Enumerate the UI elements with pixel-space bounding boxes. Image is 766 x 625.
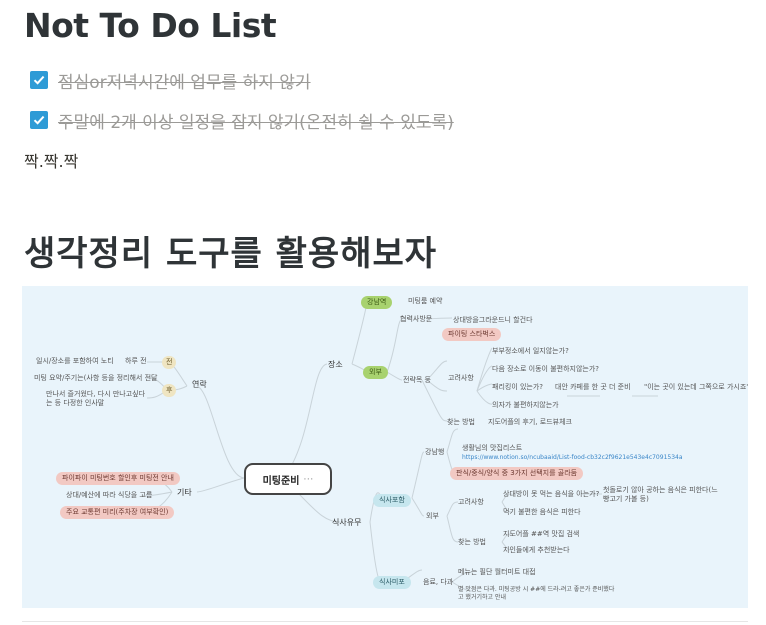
mindmap-node: 강남행 — [425, 448, 445, 456]
mindmap-node: 미팅 요약/주기는(사항 등을 정리해서 전달 — [34, 374, 158, 382]
mindmap-node: "이는 곳이 있는데 그쪽으로 가시죠" — [644, 383, 748, 391]
mindmap-node: 미팅룸 예약 — [408, 297, 443, 305]
mindmap-node: 패리킹이 있는가? — [492, 383, 544, 391]
mindmap-node: 찾는 방법 — [458, 538, 486, 546]
todo-item[interactable]: 주말에 2개 이상 일정을 잡지 않기(온전히 쉴 수 있도록) — [30, 108, 454, 133]
mindmap-node: 만나서 즐거웠다, 다시 만나고싶다는 등 다정한 인사말 — [46, 390, 146, 407]
section-heading[interactable]: 생각정리 도구를 활용해보자 — [24, 234, 438, 274]
mindmap-node: 식사미포 — [373, 576, 411, 589]
more-icon: ⋯ — [303, 473, 314, 485]
mindmap-link[interactable]: https://www.notion.so/ncubaaid/List-food… — [462, 454, 682, 461]
mindmap-node: 외부 — [426, 512, 439, 520]
mindmap-node: 대안 카페를 한 곳 더 준비 — [555, 383, 631, 391]
mindmap-connectors — [141, 300, 658, 592]
mindmap-node: 파이파이 미팅번호 할인후 미팅전 안내 — [56, 472, 180, 485]
mindmap-image[interactable]: 미팅준비⋯ 장소 강남역 외부 미팅룸 예약 협력사방문 상대방을그라운드니 할… — [22, 286, 748, 608]
mindmap-center-node: 미팅준비⋯ — [244, 463, 332, 495]
mindmap-node: 하루 전 — [125, 357, 147, 365]
mindmap-node: 기타 — [177, 488, 192, 497]
mindmap-node: 상대방을그라운드니 할건다 — [453, 316, 533, 324]
mindmap-node: 식사유무 — [332, 518, 362, 527]
page-title: Not To Do List — [24, 6, 277, 45]
todo-text[interactable]: 주말에 2개 이상 일정을 잡지 않기(온전히 쉴 수 있도록) — [58, 112, 454, 133]
mindmap-node: 메뉴는 필단 월터미트 대접 — [458, 568, 536, 576]
mindmap-node: 일시/장소를 포함하여 노티 — [36, 357, 114, 365]
mindmap-node: 부부정소에서 일지않는가? — [492, 347, 569, 355]
paragraph-text[interactable]: 짝.짝.짝 — [24, 152, 79, 171]
mindmap-node: 첫돌로기 않아 공하는 음식은 피한다(느 빵고기 가볼 등) — [603, 486, 718, 503]
mindmap-node: 연락 — [192, 380, 207, 389]
mindmap-node: 판식/중식/양식 중 3가지 선택지를 골라둠 — [450, 467, 584, 480]
mindmap-node: 지도어플 ##역 맛집 검색 — [503, 530, 580, 538]
mindmap-node: 후 — [162, 384, 177, 397]
next-block-border — [22, 621, 748, 622]
mindmap-node: 강남역 — [361, 296, 393, 309]
mindmap-node: 외부 — [363, 366, 388, 379]
mindmap-node: 별 맛점은 다과. 미팅공방 시 ##에 드라-려고 좋은가 준비했다고 했거기… — [458, 586, 615, 601]
mindmap-node: 식사포함 — [373, 494, 411, 507]
mindmap-node: 전 — [162, 356, 177, 369]
mindmap-node: 찾는 방법 — [447, 418, 475, 426]
mindmap-node: 먹기 불편한 음식은 피한다 — [503, 508, 581, 516]
mindmap-node: 장소 — [328, 360, 343, 369]
mindmap-node: 지도어플의 후기, 로드뷰체크 — [488, 418, 572, 426]
mindmap-node: 생활님의 맛집리스트 — [462, 444, 523, 452]
todo-item[interactable]: 점심or저녁시간에 업무를 하지 않기 — [30, 68, 311, 93]
checkbox-checked-icon[interactable] — [30, 111, 48, 129]
mindmap-node: 파이팅 스타벅스 — [442, 328, 502, 341]
mindmap-node: 협력사방문 — [400, 315, 433, 323]
mindmap-node: 다음 장소로 이동이 불편하지않는가? — [492, 365, 599, 373]
todo-text[interactable]: 점심or저녁시간에 업무를 하지 않기 — [58, 72, 311, 93]
mindmap-node: 상대/예산에 따라 식당을 고름 — [66, 491, 153, 499]
mindmap-node: 지인들에게 추천받는다 — [503, 546, 570, 554]
mindmap-node: 전략목 등 — [403, 376, 431, 384]
checkbox-checked-icon[interactable] — [30, 71, 48, 89]
mindmap-node: 의자가 불편하지않는가 — [492, 401, 559, 409]
mindmap-node: 상대방이 못 먹는 음식을 아는가? — [503, 490, 600, 498]
mindmap-node: 주요 교통편 미리(주차장 여부확인) — [60, 506, 175, 519]
mindmap-node: 고려사항 — [458, 498, 484, 506]
mindmap-node: 고려사항 — [448, 374, 474, 382]
mindmap-node: 음료, 다과 — [423, 578, 454, 586]
